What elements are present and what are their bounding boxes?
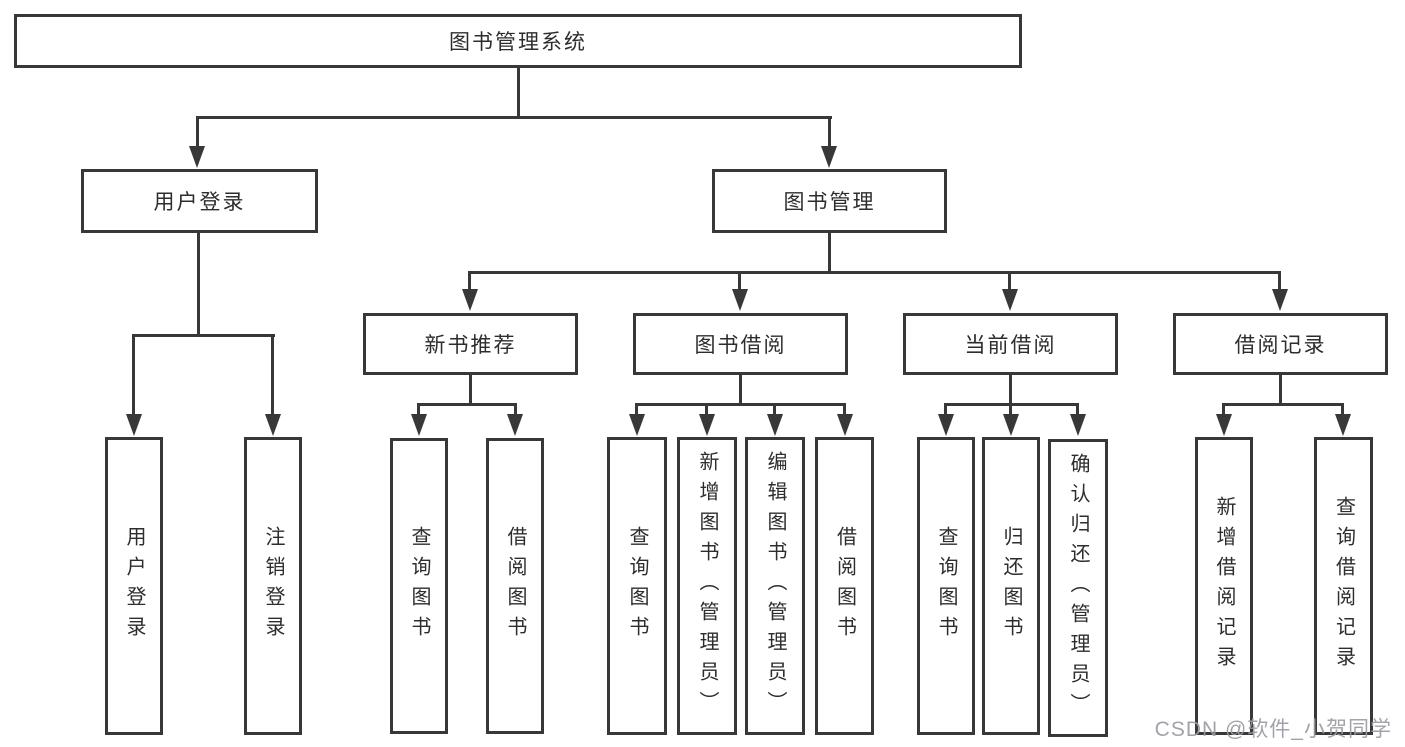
arrow-down-icon: [411, 414, 427, 436]
connector-shaft: [738, 273, 741, 291]
leaf-query-books-1: 查询图书: [390, 438, 448, 734]
node-root: 图书管理系统: [14, 14, 1022, 68]
connector-stem: [739, 375, 742, 405]
node-label: 图书借阅: [694, 334, 787, 357]
connector-rail: [635, 403, 846, 406]
arrow-down-icon: [699, 414, 715, 436]
arrow-down-icon: [1002, 289, 1018, 311]
node-user-login: 用户登录: [81, 169, 318, 233]
arrow-down-icon: [507, 414, 523, 436]
arrow-down-icon: [265, 414, 281, 436]
leaf-query-books-3: 查询图书: [917, 437, 975, 735]
connector-shaft: [843, 405, 846, 416]
connector-rail: [1222, 403, 1344, 406]
arrow-down-icon: [1335, 414, 1351, 436]
csdn-watermark: CSDN @软件_小贺同学: [1154, 718, 1392, 741]
node-label: 借阅记录: [1234, 334, 1327, 357]
leaf-borrow-books-2: 借阅图书: [815, 437, 874, 735]
connector-bookmgmt-stem: [828, 233, 831, 273]
leaf-logout: 注销登录: [244, 437, 302, 735]
connector-shaft: [944, 405, 947, 416]
connector-shaft: [1222, 405, 1225, 416]
arrow-down-icon: [821, 146, 837, 168]
arrow-down-icon: [126, 414, 142, 436]
arrow-down-icon: [629, 414, 645, 436]
leaf-label: 查询图书: [935, 526, 957, 646]
node-book-management: 图书管理: [712, 169, 947, 233]
connector-userlogin-stem: [197, 233, 200, 337]
connector-level2-rail: [196, 116, 832, 119]
node-book-borrow: 图书借阅: [633, 313, 848, 375]
connector-shaft: [1278, 273, 1281, 291]
connector-shaft: [1076, 405, 1079, 416]
connector-shaft: [132, 336, 135, 416]
connector-rail: [944, 403, 1079, 406]
leaf-label: 查询借阅记录: [1332, 496, 1355, 676]
connector-stem: [1279, 375, 1282, 405]
connector-stem: [469, 375, 472, 405]
leaf-label: 借阅图书: [833, 526, 856, 646]
node-borrow-records: 借阅记录: [1173, 313, 1388, 375]
node-new-book-recommend: 新书推荐: [363, 313, 578, 375]
arrow-down-icon: [837, 414, 853, 436]
leaf-edit-books-admin: 编辑图书（管理员）: [745, 437, 805, 735]
node-label: 新书推荐: [424, 334, 517, 357]
connector-shaft: [1009, 405, 1012, 416]
connector-shaft: [705, 405, 708, 416]
node-current-borrow: 当前借阅: [903, 313, 1118, 375]
leaf-label: 查询图书: [408, 526, 430, 646]
arrow-down-icon: [732, 289, 748, 311]
leaf-label: 注销登录: [262, 526, 284, 646]
connector-userlogin-rail: [132, 334, 275, 337]
connector-level3-rail: [468, 271, 1281, 274]
arrow-down-icon: [938, 414, 954, 436]
arrow-down-icon: [1272, 289, 1288, 311]
leaf-user-login: 用户登录: [105, 437, 163, 735]
leaf-confirm-return-admin: 确认归还（管理员）: [1048, 439, 1108, 737]
leaf-label: 新增借阅记录: [1213, 496, 1235, 676]
connector-shaft: [468, 273, 471, 291]
connector-shaft: [773, 405, 776, 416]
connector-shaft: [417, 405, 420, 416]
arrow-down-icon: [767, 414, 783, 436]
leaf-query-borrow-record: 查询借阅记录: [1314, 437, 1373, 735]
connector-stem: [1009, 375, 1012, 405]
leaf-label: 用户登录: [123, 526, 145, 646]
leaf-return-books: 归还图书: [982, 437, 1040, 735]
arrow-down-icon: [189, 146, 205, 168]
arrow-down-icon: [1070, 414, 1086, 436]
leaf-add-books-admin: 新增图书（管理员）: [677, 437, 737, 735]
connector-shaft: [1341, 405, 1344, 416]
leaf-add-borrow-record: 新增借阅记录: [1195, 437, 1253, 735]
connector-userlogin-shaft: [196, 118, 199, 147]
leaf-label: 编辑图书（管理员）: [764, 451, 786, 721]
leaf-label: 新增图书（管理员）: [696, 451, 718, 721]
node-label: 当前借阅: [964, 334, 1057, 357]
connector-shaft: [635, 405, 638, 416]
connector-shaft: [1008, 273, 1011, 291]
leaf-borrow-books-1: 借阅图书: [486, 438, 544, 734]
leaf-label: 借阅图书: [504, 526, 526, 646]
arrow-down-icon: [462, 289, 478, 311]
connector-rail: [417, 403, 517, 406]
node-user-login-label: 用户登录: [153, 191, 246, 214]
leaf-label: 查询图书: [626, 526, 648, 646]
node-book-management-label: 图书管理: [783, 191, 876, 214]
connector-root-stem: [517, 68, 520, 119]
leaf-label: 归还图书: [1000, 526, 1022, 646]
connector-bookmgmt-shaft: [828, 118, 831, 147]
leaf-query-books-2: 查询图书: [607, 437, 667, 735]
connector-shaft: [514, 405, 517, 416]
arrow-down-icon: [1003, 414, 1019, 436]
leaf-label: 确认归还（管理员）: [1067, 453, 1089, 723]
arrow-down-icon: [1216, 414, 1232, 436]
connector-shaft: [271, 336, 274, 416]
node-root-label: 图书管理系统: [449, 31, 587, 54]
